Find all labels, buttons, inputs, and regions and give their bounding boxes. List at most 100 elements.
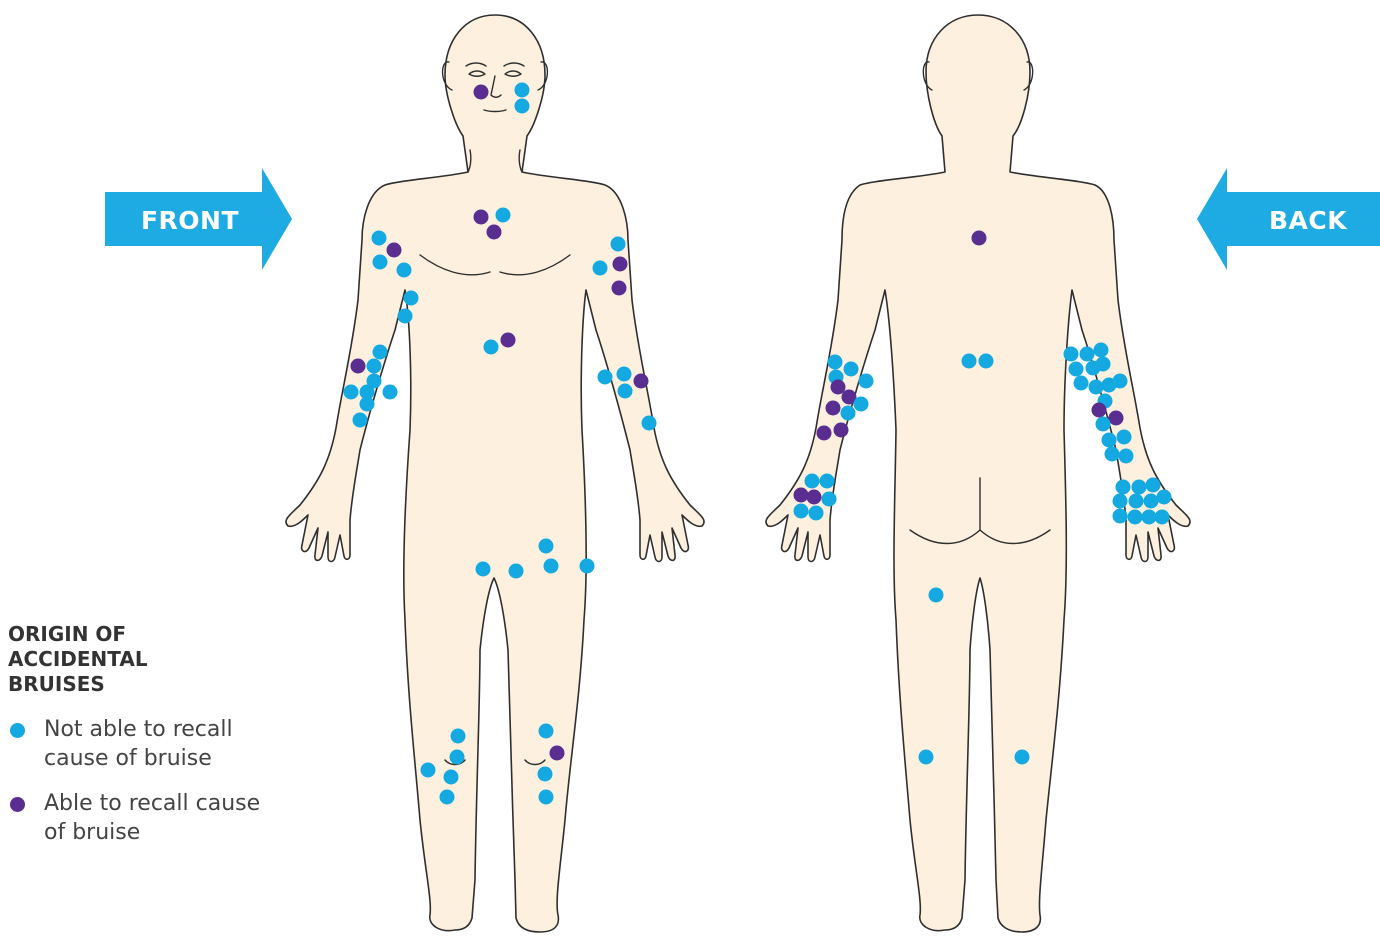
bruise-marker-not-recalled [440,790,455,805]
front-arrow: FRONT [105,168,292,270]
bruise-marker-recalled [550,746,565,761]
bruise-marker-recalled [794,488,809,503]
bruise-marker-not-recalled [618,384,633,399]
bruise-marker-not-recalled [515,99,530,114]
bruise-marker-not-recalled [1116,480,1131,495]
bruise-marker-not-recalled [1015,750,1030,765]
bruise-marker-recalled [826,401,841,416]
bruise-marker-recalled [1092,403,1107,418]
bruise-marker-not-recalled [1096,357,1111,372]
bruise-marker-not-recalled [820,474,835,489]
bruise-marker-not-recalled [373,255,388,270]
back-arrow: BACK [1197,168,1380,270]
bruise-marker-not-recalled [1113,509,1128,524]
bruise-marker-not-recalled [372,231,387,246]
bruise-marker-not-recalled [580,559,595,574]
bruise-marker-not-recalled [962,354,977,369]
bruise-marker-not-recalled [929,588,944,603]
bruise-marker-not-recalled [450,750,465,765]
bruise-marker-recalled [474,85,489,100]
bruise-marker-not-recalled [496,208,511,223]
bruise-marker-not-recalled [509,564,524,579]
bruise-marker-recalled [1109,411,1124,426]
bruise-marker-not-recalled [844,362,859,377]
bruise-marker-not-recalled [919,750,934,765]
bruise-marker-not-recalled [1144,494,1159,509]
legend-label-not-recalled: Not able to recall cause of bruise [44,715,279,773]
bruise-marker-not-recalled [397,263,412,278]
bruise-marker-not-recalled [1102,433,1117,448]
back-label: BACK [1269,206,1348,235]
bruise-marker-recalled [613,257,628,272]
bruise-marker-recalled [634,374,649,389]
legend-dot-not-recalled [10,723,25,738]
bruise-marker-not-recalled [841,406,856,421]
bruise-marker-not-recalled [539,790,554,805]
bruise-marker-not-recalled [1105,447,1120,462]
bruise-marker-not-recalled [383,385,398,400]
bruise-marker-not-recalled [353,413,368,428]
bruise-marker-not-recalled [809,506,824,521]
bruise-marker-not-recalled [344,385,359,400]
bruise-marker-not-recalled [544,559,559,574]
bruise-marker-recalled [817,426,832,441]
legend-label-recalled: Able to recall cause of bruise [44,789,279,847]
bruise-marker-not-recalled [642,416,657,431]
bruise-marker-not-recalled [373,345,388,360]
front-body [286,15,704,932]
back-body-outline [766,15,1190,932]
bruise-marker-recalled [487,225,502,240]
legend-title: ORIGIN OF ACCIDENTAL BRUISES [8,622,188,697]
bruise-marker-not-recalled [611,237,626,252]
bruise-marker-not-recalled [854,397,869,412]
bruise-marker-not-recalled [476,562,491,577]
bruise-marker-not-recalled [1069,362,1084,377]
bruise-marker-not-recalled [367,359,382,374]
bruise-marker-not-recalled [484,340,499,355]
bruise-marker-not-recalled [444,770,459,785]
bruise-marker-not-recalled [1089,380,1104,395]
bruise-marker-not-recalled [1064,347,1079,362]
bruise-marker-not-recalled [404,291,419,306]
legend-dot-recalled [10,797,25,812]
bruise-marker-recalled [501,333,516,348]
bruise-marker-not-recalled [1113,494,1128,509]
legend-item-not-recalled: Not able to recall cause of bruise [8,715,288,773]
bruise-marker-not-recalled [360,397,375,412]
bruise-marker-recalled [834,423,849,438]
bruise-marker-not-recalled [1080,347,1095,362]
bruise-marker-recalled [612,281,627,296]
bruise-marker-not-recalled [805,474,820,489]
bruise-marker-not-recalled [1094,343,1109,358]
bruise-marker-not-recalled [617,367,632,382]
bruise-marker-not-recalled [1146,478,1161,493]
legend: ORIGIN OF ACCIDENTAL BRUISES Not able to… [8,622,288,863]
bruise-marker-recalled [387,243,402,258]
bruise-marker-not-recalled [1074,376,1089,391]
bruise-marker-recalled [474,210,489,225]
bruise-marker-not-recalled [1113,374,1128,389]
bruise-marker-not-recalled [539,724,554,739]
bruise-marker-not-recalled [822,492,837,507]
bruise-marker-not-recalled [1117,430,1132,445]
legend-item-recalled: Able to recall cause of bruise [8,789,288,847]
bruise-marker-not-recalled [421,763,436,778]
bruise-marker-not-recalled [1119,449,1134,464]
bruise-marker-not-recalled [593,261,608,276]
front-body-outline [286,15,704,932]
bruise-marker-not-recalled [1142,510,1157,525]
bruise-marker-not-recalled [828,355,843,370]
bruise-marker-not-recalled [1129,494,1144,509]
bruise-marker-not-recalled [538,767,553,782]
bruise-marker-not-recalled [979,354,994,369]
bruise-marker-not-recalled [451,729,466,744]
bruise-marker-not-recalled [1155,510,1170,525]
bruise-marker-recalled [807,490,822,505]
bruise-marker-not-recalled [539,539,554,554]
bruise-marker-not-recalled [1096,417,1111,432]
bruise-marker-recalled [351,359,366,374]
bruise-marker-recalled [972,231,987,246]
back-body [766,15,1190,932]
bruise-marker-not-recalled [598,370,613,385]
bruise-marker-not-recalled [398,309,413,324]
